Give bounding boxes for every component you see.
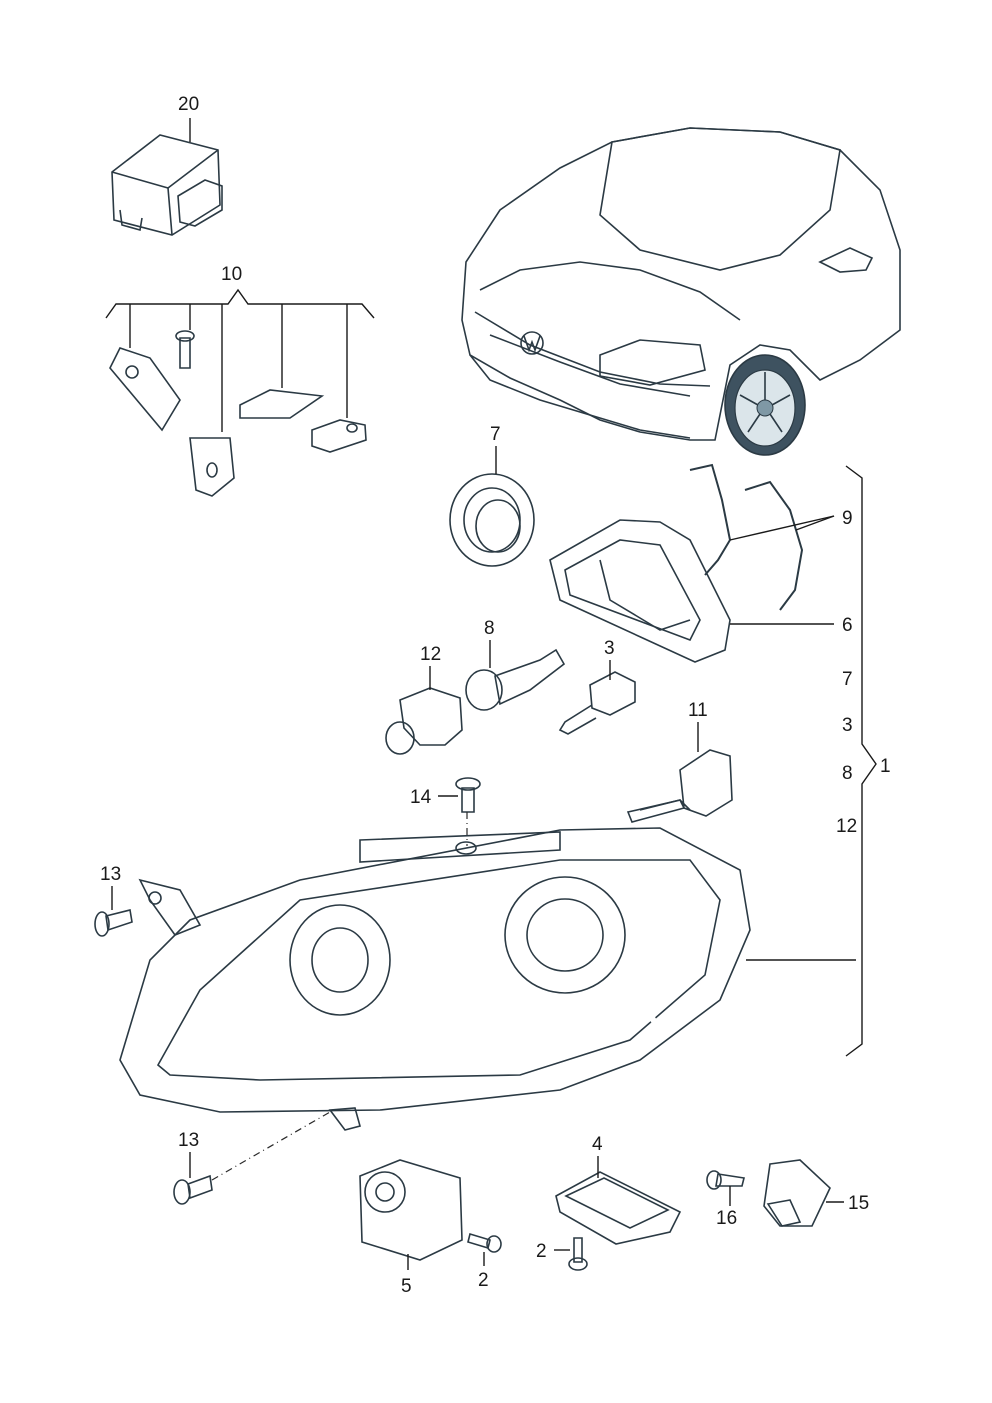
callout-13-lower: 13 <box>178 1130 199 1151</box>
callout-12-top: 12 <box>420 644 441 665</box>
callout-13-upper: 13 <box>100 864 121 885</box>
retaining-clips-part-9 <box>689 463 804 611</box>
callout-20: 20 <box>178 94 199 115</box>
callout-14: 14 <box>410 787 432 808</box>
callout-7-top: 7 <box>490 424 501 445</box>
callout-4: 4 <box>592 1134 603 1155</box>
control-unit-part-4 <box>555 1171 682 1245</box>
bulb-part-8 <box>465 648 566 711</box>
screw-part-2-b <box>568 1237 588 1271</box>
callout-15: 15 <box>848 1193 869 1214</box>
bulb-part-3 <box>558 671 636 735</box>
callout-2-right: 2 <box>478 1270 489 1291</box>
callout-1: 1 <box>880 756 891 777</box>
callout-8-top: 8 <box>484 618 495 639</box>
callout-16: 16 <box>716 1208 737 1229</box>
screw-part-14 <box>455 777 481 813</box>
cap-seal-part-7 <box>449 473 535 567</box>
callout-12-list: 12 <box>836 816 857 837</box>
screw-part-16 <box>706 1170 745 1190</box>
callout-3-top: 3 <box>604 638 615 659</box>
callout-11: 11 <box>688 700 708 721</box>
xenon-bulb-part-11 <box>626 749 733 823</box>
callout-3-list: 3 <box>842 715 853 736</box>
screw-part-2-a <box>467 1232 502 1253</box>
bracket-part-15 <box>763 1159 831 1227</box>
callout-5: 5 <box>401 1276 412 1297</box>
ballast-unit-part-5 <box>359 1159 463 1261</box>
callout-7-list: 7 <box>842 669 853 690</box>
callout-10: 10 <box>221 264 242 285</box>
callout-6: 6 <box>842 615 853 636</box>
callout-9: 9 <box>842 508 853 529</box>
vehicle-front-illustration <box>461 127 901 456</box>
screw-part-13-lower <box>173 1174 213 1205</box>
bracket-kit-part-10 <box>109 330 367 497</box>
callout-labels: 20 10 7 9 6 8 12 3 7 3 8 12 1 11 14 13 1… <box>100 94 891 1297</box>
control-unit-part-20 <box>111 134 223 236</box>
screw-part-13-upper <box>94 909 133 937</box>
leader-lines <box>105 118 877 1270</box>
headlight-assembly-part-1 <box>119 827 751 1131</box>
callout-8-list: 8 <box>842 763 853 784</box>
cover-part-6 <box>549 519 731 663</box>
bulb-holder-part-12 <box>385 687 463 755</box>
callout-2-left: 2 <box>536 1241 547 1262</box>
